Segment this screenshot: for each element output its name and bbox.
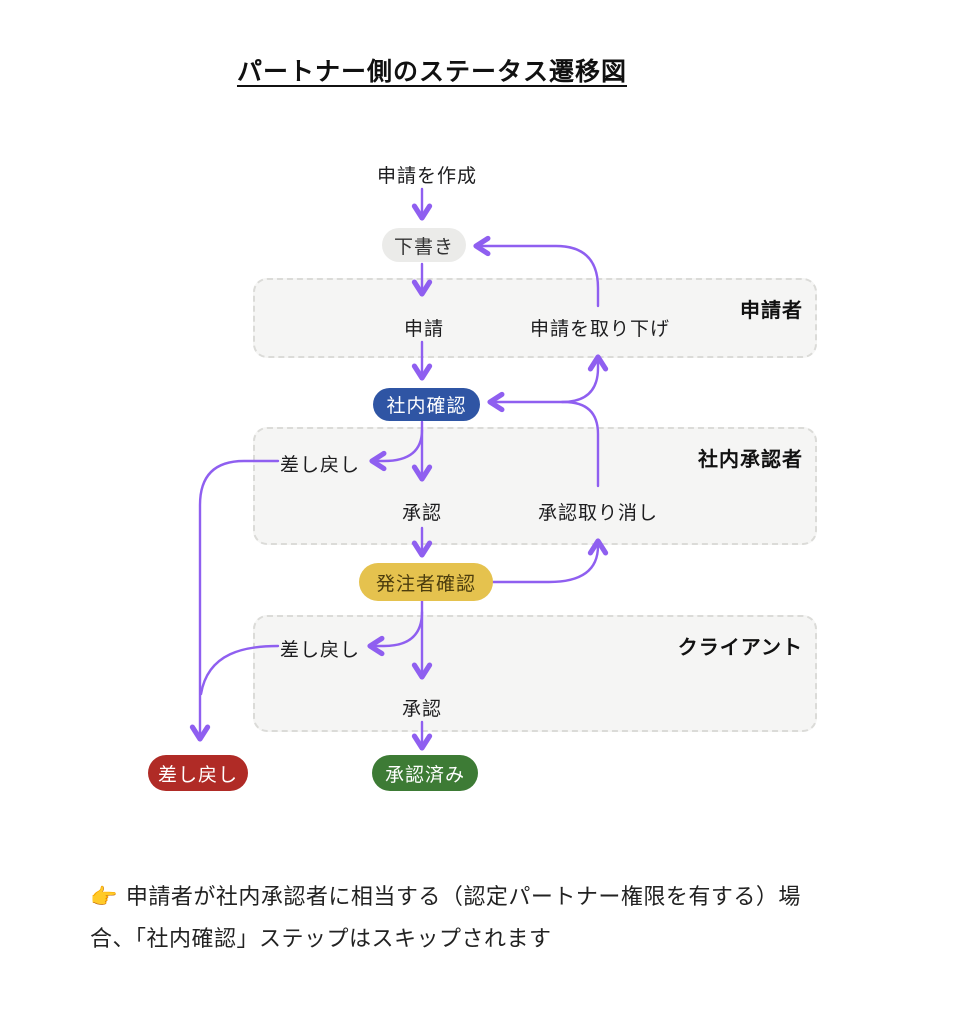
edge-label-internal-sendback: 差し戻し <box>279 455 360 476</box>
edge-label-withdraw: 申請を取り下げ <box>529 319 670 340</box>
edge-label-create-application: 申請を作成 <box>376 166 477 187</box>
arrow-internal-to-sendback-label <box>369 428 424 472</box>
arrow-orderer-to-client-sendback-label <box>367 610 424 657</box>
arrow-orderer-to-cancel-label <box>491 538 609 584</box>
group-label-internal-approver: 社内承認者 <box>698 449 803 471</box>
edge-label-cancel-approval: 承認取り消し <box>537 503 658 524</box>
footer-line2: 合、「社内確認」ステップはスキップされます <box>90 926 552 951</box>
edge-label-apply: 申請 <box>403 319 444 340</box>
arrow-sendback-lane-to-rejected <box>189 459 280 742</box>
arrow-internal-to-withdraw-label <box>560 354 609 404</box>
pointing-hand-icon: 👉 <box>90 884 118 909</box>
node-internal-check: 社内確認 <box>373 388 480 421</box>
edge-label-internal-approve: 承認 <box>401 503 442 524</box>
footer-line1: 申請者が社内承認者に相当する（認定パートナー権限を有する）場 <box>125 884 801 909</box>
group-box-internal-approver: 社内承認者 <box>253 427 817 545</box>
arrow-cancel-to-internal-check <box>487 391 600 488</box>
group-label-client: クライアント <box>677 637 803 659</box>
node-approved: 承認済み <box>372 755 478 791</box>
group-label-applicant: 申請者 <box>740 300 803 322</box>
node-orderer-check: 発注者確認 <box>359 563 493 601</box>
group-box-applicant: 申請者 <box>253 278 817 358</box>
page-title: パートナー側のステータス遷移図 <box>236 58 627 86</box>
node-draft: 下書き <box>382 228 466 262</box>
footer-note: 👉 申請者が社内承認者に相当する（認定パートナー権限を有する）場 合、「社内確認」… <box>90 876 890 960</box>
arrow-client-sendback-merge <box>199 644 280 696</box>
edge-label-client-sendback: 差し戻し <box>279 640 360 661</box>
edge-label-client-approve: 承認 <box>401 699 442 720</box>
group-box-client: クライアント <box>253 615 817 732</box>
arrow-withdraw-to-draft <box>473 235 600 308</box>
node-rejected: 差し戻し <box>148 755 248 791</box>
